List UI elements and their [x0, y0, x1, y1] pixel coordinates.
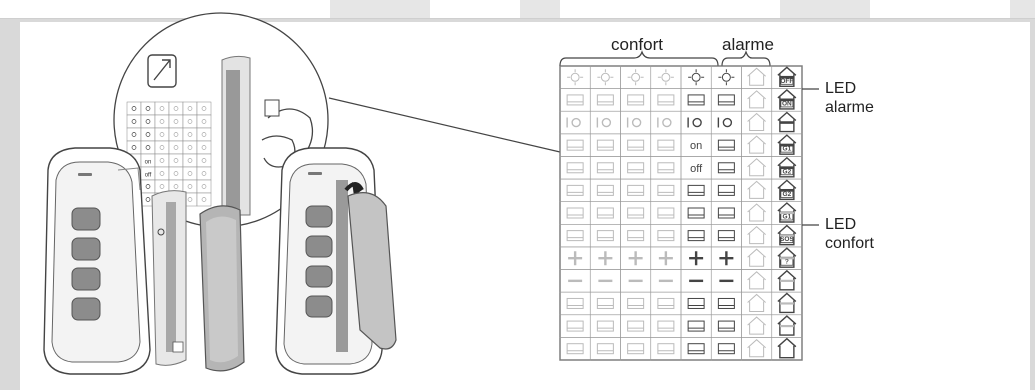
- inset-grid-cell: [155, 154, 169, 167]
- led-confort-label: LED confort: [825, 215, 874, 253]
- inset-grid-cell: [127, 141, 141, 154]
- inset-grid-cell: [127, 102, 141, 115]
- inset-grid-cell: [141, 180, 155, 193]
- inset-grid-cell: [155, 115, 169, 128]
- remote-button: [306, 236, 332, 257]
- led-alarme-label: LED alarme: [825, 79, 874, 117]
- inset-grid-cell: [183, 141, 197, 154]
- led-alarme-line1: LED: [825, 79, 874, 98]
- inset-grid-cell: [183, 154, 197, 167]
- remote-button: [72, 298, 100, 320]
- inset-grid-cell: [197, 193, 211, 206]
- remote-button: [306, 296, 332, 317]
- remote-button: [72, 268, 100, 290]
- alarm-badge-text: OFF: [780, 78, 793, 85]
- alarm-badge-text: G2: [783, 191, 792, 198]
- inset-grid-cell: [183, 115, 197, 128]
- inset-grid-cell: [155, 141, 169, 154]
- remote-button: [72, 238, 100, 260]
- inset-grid-cell: [141, 128, 155, 141]
- inset-grid-cell: [127, 115, 141, 128]
- inset-grid-cell: [155, 167, 169, 180]
- insert-strip: [152, 191, 186, 366]
- inset-cell-text: off: [145, 173, 152, 179]
- grid-cell-text: on: [690, 140, 702, 152]
- inset-grid-cell: off: [141, 167, 155, 180]
- alarm-badge-text: ON: [782, 100, 792, 107]
- remote-left: [44, 148, 150, 374]
- confort-header: confort: [611, 35, 663, 55]
- remote-button: [306, 206, 332, 227]
- inset-grid-cell: [169, 115, 183, 128]
- alarm-badge-text: G1: [783, 146, 792, 153]
- inset-cell-text: on: [145, 160, 152, 166]
- alarm-badge-text: G2: [783, 168, 792, 175]
- led-alarme-line2: alarme: [825, 98, 874, 117]
- inset-grid-cell: [141, 115, 155, 128]
- led-confort-line1: LED: [825, 215, 874, 234]
- inset-grid-cell: [197, 141, 211, 154]
- led-confort-line2: confort: [825, 234, 874, 253]
- flip-sheet-icon: [148, 55, 176, 87]
- inset-grid-cell: [141, 102, 155, 115]
- inset-grid-cell: [169, 154, 183, 167]
- remote-button: [306, 266, 332, 287]
- inset-grid-cell: [169, 141, 183, 154]
- inset-grid-cell: [169, 128, 183, 141]
- inset-grid-cell: [197, 115, 211, 128]
- inset-grid-cell: on: [141, 154, 155, 167]
- remote-cover: [200, 206, 244, 371]
- inset-grid-cell: [183, 167, 197, 180]
- inset-grid-cell: [155, 102, 169, 115]
- inset-grid-cell: [183, 128, 197, 141]
- inset-grid-cell: [197, 128, 211, 141]
- inset-grid-cell: [183, 102, 197, 115]
- inset-grid-cell: [169, 167, 183, 180]
- insert-strip-closeup: [222, 56, 250, 215]
- grid-cell-text: off: [690, 163, 703, 175]
- inset-grid-cell: [197, 102, 211, 115]
- leader-line: [329, 98, 560, 152]
- inset-grid-cell: [127, 128, 141, 141]
- alarm-badge-text: ?: [785, 259, 789, 266]
- inset-grid-cell: [197, 180, 211, 193]
- alarm-badge-text: SOS: [780, 236, 794, 243]
- alarme-header: alarme: [722, 35, 774, 55]
- inset-grid-cell: [155, 128, 169, 141]
- alarm-badge-text: G1: [783, 214, 792, 221]
- inset-grid-cell: [197, 154, 211, 167]
- inset-grid-cell: [197, 167, 211, 180]
- remote-button: [72, 208, 100, 230]
- inset-grid-cell: [183, 180, 197, 193]
- remote-right: [276, 148, 396, 374]
- inset-grid-cell: [169, 102, 183, 115]
- inset-grid-cell: [141, 141, 155, 154]
